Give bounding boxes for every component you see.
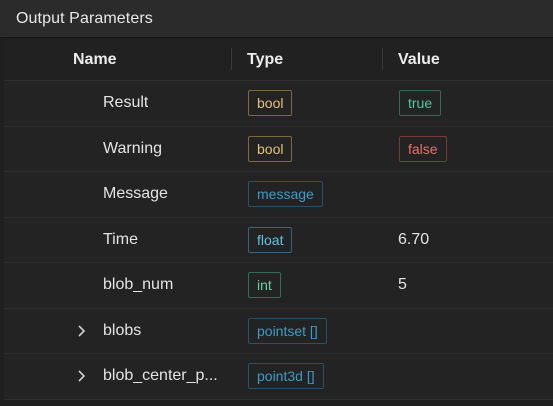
param-name: blob_num: [103, 276, 174, 293]
chevron-right-icon[interactable]: [76, 323, 88, 339]
type-badge: bool: [248, 135, 293, 162]
table-row[interactable]: Message message: [4, 172, 553, 218]
table-row[interactable]: Warning bool false: [4, 126, 553, 172]
table-row[interactable]: Time float 6.70: [4, 217, 553, 263]
param-name: blob_center_p...: [103, 367, 218, 384]
type-badge: pointset []: [248, 317, 327, 344]
param-value: 6.70: [398, 230, 430, 248]
table-row[interactable]: Result bool true: [4, 81, 553, 127]
type-badge: float: [248, 226, 293, 253]
panel-header: Output Parameters: [0, 0, 553, 38]
param-value: 5: [398, 276, 407, 293]
type-badge: int: [248, 272, 281, 298]
column-header-value[interactable]: Value: [398, 51, 440, 68]
param-name: Result: [103, 94, 149, 111]
column-resize-handle[interactable]: [382, 48, 383, 70]
column-header-type[interactable]: Type: [247, 51, 284, 68]
parameters-table: Name Type Value Result bool true Warning…: [4, 39, 553, 400]
chevron-right-icon[interactable]: [76, 368, 88, 384]
type-badge: message: [248, 181, 323, 207]
table-header: Name Type Value: [4, 39, 553, 81]
param-name: Time: [103, 230, 138, 248]
column-resize-handle[interactable]: [231, 48, 232, 70]
panel-title: Output Parameters: [16, 10, 153, 27]
table-row[interactable]: blob_center_p... point3d []: [4, 354, 553, 400]
table-row[interactable]: blobs pointset []: [4, 308, 553, 354]
value-badge: false: [399, 135, 447, 162]
table-row[interactable]: blob_num int 5: [4, 263, 553, 309]
value-badge: true: [399, 90, 442, 116]
type-badge: point3d []: [248, 363, 324, 389]
param-name: Message: [103, 185, 168, 202]
type-badge: bool: [248, 90, 293, 116]
param-name: blobs: [103, 321, 142, 339]
column-header-name[interactable]: Name: [73, 51, 117, 68]
param-name: Warning: [103, 139, 162, 157]
